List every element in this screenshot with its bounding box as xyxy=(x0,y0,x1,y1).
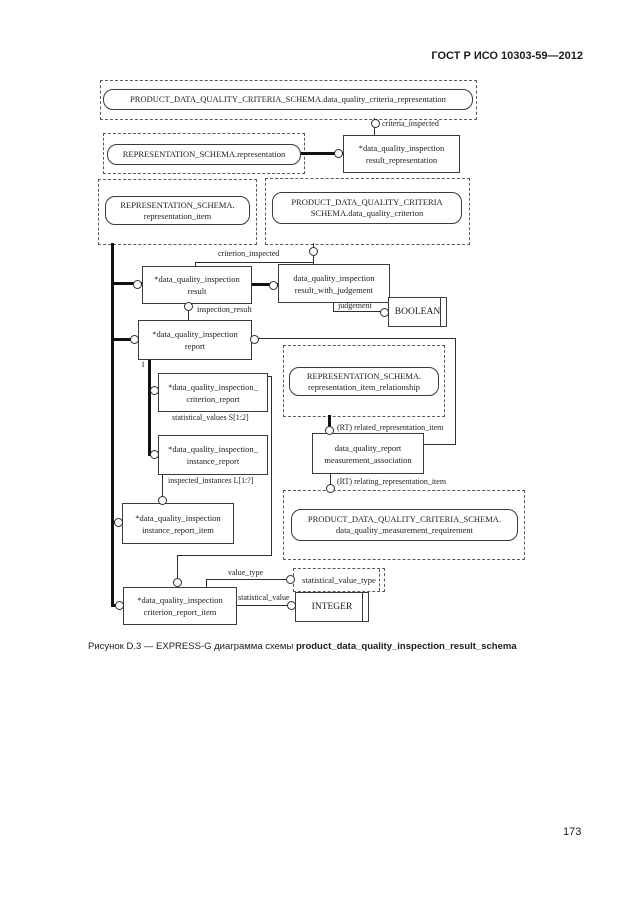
circle-instance-report-item-left xyxy=(114,518,123,527)
link-representation-result-representation xyxy=(300,152,343,155)
type-integer: INTEGER xyxy=(295,592,369,622)
label-inspected-instances: inspected_instances L[1:?] xyxy=(168,476,254,485)
spine-representation-item xyxy=(111,243,114,607)
circle-statistical-value xyxy=(287,601,296,610)
circle-report-right xyxy=(250,335,259,344)
line-inspected-instances xyxy=(162,473,163,503)
circle-criterion-inspected xyxy=(309,247,318,256)
ref-measurement-requirement: PRODUCT_DATA_QUALITY_CRITERIA_SCHEMA. da… xyxy=(291,509,518,541)
circle-boolean xyxy=(380,308,389,317)
line-statistical-values-h2 xyxy=(177,555,272,556)
circle-report-left xyxy=(130,335,139,344)
label-inspection-result: inspection_result xyxy=(197,305,252,314)
circle-criterion-report-item-left xyxy=(115,601,124,610)
line-statistical-values-v2 xyxy=(177,555,178,587)
caption-schema-name: product_data_quality_inspection_result_s… xyxy=(295,641,517,652)
entity-instance-report: *data_quality_inspection_ instance_repor… xyxy=(158,435,268,475)
entity-measurement-association: data_quality_report measurement_associat… xyxy=(312,433,424,474)
circle-relating-item xyxy=(326,484,335,493)
label-statistical-value: statistical_value xyxy=(238,593,290,602)
line-value-type-v xyxy=(206,579,207,587)
line-statistical-values-v1 xyxy=(271,376,272,556)
page-number: 173 xyxy=(563,826,582,838)
dashed-frame-representation-item-relationship xyxy=(283,345,445,417)
line-criterion-inspected-v1 xyxy=(195,262,196,267)
circle-criteria-inspected xyxy=(371,119,380,128)
ref-representation: REPRESENTATION_SCHEMA.representation xyxy=(107,144,301,165)
line-judgement-v xyxy=(333,301,334,312)
circle-inspection-result xyxy=(184,302,193,311)
branch-report xyxy=(111,338,138,341)
entity-result-with-judgement: data_quality_inspection result_with_judg… xyxy=(278,264,390,303)
label-judgement: judgement xyxy=(338,301,372,310)
circle-judgement-left xyxy=(269,281,278,290)
line-report-association-h1 xyxy=(250,338,456,339)
link-result-judgement xyxy=(250,283,278,286)
label-oneof: 1 xyxy=(141,360,145,369)
caption-text: Рисунок D.3 — EXPRESS-G диаграмма схемы xyxy=(88,641,296,652)
circle-result-representation-left xyxy=(334,149,343,158)
figure-caption: Рисунок D.3 — EXPRESS-G диаграмма схемы … xyxy=(88,641,517,652)
line-report-association-h2 xyxy=(422,444,456,445)
line-statistical-value xyxy=(235,605,295,606)
type-boolean: BOOLEAN xyxy=(388,297,447,327)
spine-report-subtypes xyxy=(148,358,151,456)
double-line xyxy=(440,298,441,326)
circle-criterion-report-left xyxy=(150,386,159,395)
ref-representation-item-relationship: REPRESENTATION_SCHEMA. representation_it… xyxy=(289,367,439,396)
entity-result: *data_quality_inspection result xyxy=(142,266,252,304)
dashed-frame-criteria-representation xyxy=(100,80,477,120)
type-statistical-value-type: statistical_value_type xyxy=(293,568,385,592)
ref-data-quality-criterion: PRODUCT_DATA_QUALITY_CRITERIA SCHEMA.dat… xyxy=(272,192,462,224)
label-statistical-values: statistical_values S[1:2] xyxy=(172,413,249,422)
line-relating-item xyxy=(330,472,331,490)
entity-instance-report-item: *data_quality_inspection instance_report… xyxy=(122,503,234,544)
page-header: ГОСТ Р ИСО 10303-59—2012 xyxy=(431,50,583,62)
dashed-frame-representation-item xyxy=(98,179,257,245)
circle-value-type xyxy=(286,575,295,584)
label-relating-item: (RT) relating_representation_item xyxy=(337,477,447,486)
circle-related-item xyxy=(325,426,334,435)
line-criterion-inspected-h xyxy=(195,262,313,263)
dashed-frame-measurement-requirement xyxy=(283,490,525,560)
circle-instance-report-left xyxy=(150,450,159,459)
dashed-frame-data-quality-criterion xyxy=(265,178,470,245)
double-line xyxy=(362,593,363,621)
line-statistical-values-h1 xyxy=(266,376,272,377)
label-criterion-inspected: criterion_inspected xyxy=(218,249,280,258)
circle-statistical-values xyxy=(173,578,182,587)
circle-inspected-instances xyxy=(158,496,167,505)
entity-report: *data_quality_inspection report xyxy=(138,320,252,360)
link-related-item xyxy=(328,415,331,428)
line-value-type-h xyxy=(206,579,293,580)
ref-criteria-representation: PRODUCT_DATA_QUALITY_CRITERIA_SCHEMA.dat… xyxy=(103,89,473,110)
entity-criterion-report: *data_quality_inspection_ criterion_repo… xyxy=(158,373,268,412)
branch-result xyxy=(111,282,142,285)
label-criteria-inspected: criteria_inspected xyxy=(382,119,439,128)
line-inspection-result xyxy=(188,302,189,320)
ref-representation-item: REPRESENTATION_SCHEMA. representation_it… xyxy=(105,196,250,225)
entity-criterion-report-item: *data_quality_inspection criterion_repor… xyxy=(123,587,237,625)
circle-result-left xyxy=(133,280,142,289)
double-dashed-line xyxy=(379,569,380,591)
label-related-item: (RT) related_representation_item xyxy=(337,423,444,432)
label-value-type: value_type xyxy=(228,568,264,577)
line-report-association-v xyxy=(455,338,456,445)
entity-result-representation: *data_quality_inspection result_represen… xyxy=(343,135,460,173)
line-judgement-h xyxy=(333,311,388,312)
